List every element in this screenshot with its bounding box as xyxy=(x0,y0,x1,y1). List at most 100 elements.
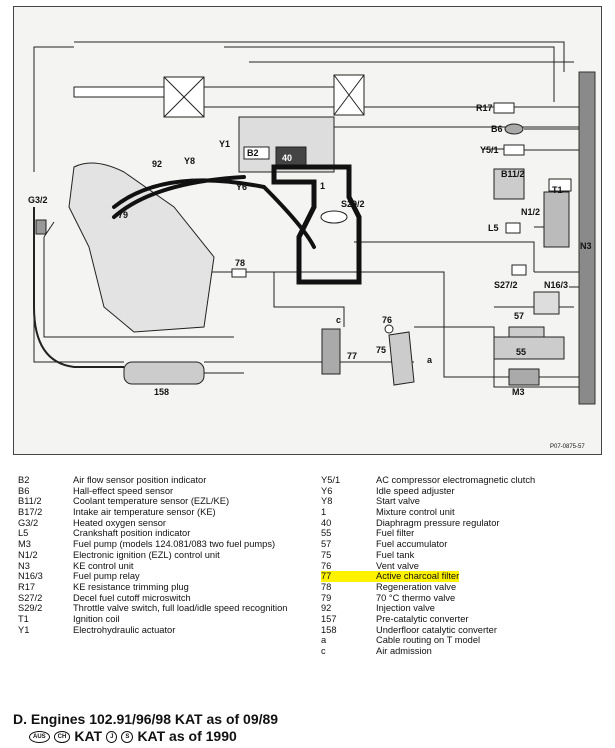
legend-code: L5 xyxy=(18,528,29,539)
label-y8: Y8 xyxy=(184,156,195,166)
legend-description: Ignition coil xyxy=(73,613,120,624)
legend-entry: 78 Regeneration valve xyxy=(321,582,611,593)
label-92: 92 xyxy=(152,159,162,169)
legend-entry: T1 Ignition coil xyxy=(18,614,308,625)
n3-control-unit-shape xyxy=(578,71,596,405)
label-a: a xyxy=(427,355,433,365)
legend-description: Underfloor catalytic converter xyxy=(376,624,497,635)
country-badge-ch: CH xyxy=(53,730,71,743)
legend-description: Fuel pump relay xyxy=(73,571,140,582)
label-y1: Y1 xyxy=(219,139,230,149)
legend-code: 77 xyxy=(321,571,376,582)
legend-description: 70 °C thermo valve xyxy=(376,592,456,603)
legend-code: S29/2 xyxy=(18,603,43,614)
legend-code: c xyxy=(321,646,326,656)
caption-line-2: AUS CH KAT J S KAT as of 1990 xyxy=(13,728,278,745)
legend-entry: 76 Vent valve xyxy=(321,561,611,572)
label-n3: N3 xyxy=(580,241,592,251)
legend-code: 158 xyxy=(321,624,337,635)
label-m3: M3 xyxy=(512,387,525,397)
label-n163: N16/3 xyxy=(544,280,568,290)
legend-code: Y8 xyxy=(321,496,333,507)
legend-entry: Y8 Start valve xyxy=(321,496,611,507)
label-55: 55 xyxy=(516,347,526,357)
legend-description: Idle speed adjuster xyxy=(376,485,455,496)
legend-code: G3/2 xyxy=(18,517,39,528)
legend-code: T1 xyxy=(18,613,29,624)
legend-description: AC compressor electromagnetic clutch xyxy=(376,475,536,485)
legend-code: B11/2 xyxy=(18,496,42,507)
legend-description: Throttle valve switch, full load/idle sp… xyxy=(73,603,288,614)
label-40: 40 xyxy=(282,153,292,163)
label-76: 76 xyxy=(382,315,392,325)
legend-description: Vent valve xyxy=(376,560,419,571)
legend-code: a xyxy=(321,635,327,646)
legend-entry: L5 Crankshaft position indicator xyxy=(18,528,308,539)
legend-description: Coolant temperature sensor (EZL/KE) xyxy=(73,496,230,507)
legend-code: 92 xyxy=(321,603,332,614)
legend-entry: 158 Underfloor catalytic converter xyxy=(321,625,611,636)
legend-code: M3 xyxy=(18,539,31,550)
legend-code: 40 xyxy=(321,517,332,528)
label-1: 1 xyxy=(320,181,325,191)
legend-description: Diaphragm pressure regulator xyxy=(376,517,500,528)
label-b112: B11/2 xyxy=(501,169,525,179)
legend-entry: S29/2 Throttle valve switch, full load/id… xyxy=(18,603,308,614)
legend-code: 78 xyxy=(321,581,332,592)
legend-description: Crankshaft position indicator xyxy=(73,528,191,539)
legend-code: 55 xyxy=(321,528,332,539)
legend-description: Hall-effect speed sensor xyxy=(73,485,174,496)
legend-description: Start valve xyxy=(376,496,420,507)
legend-entry: 40 Diaphragm pressure regulator xyxy=(321,518,611,529)
legend-code: 1 xyxy=(321,507,327,518)
legend-description: Electrohydraulic actuator xyxy=(73,624,176,635)
legend-description: Regeneration valve xyxy=(376,581,457,592)
legend-entry: 1 Mixture control unit xyxy=(321,507,611,518)
label-s292: S29/2 xyxy=(341,199,365,209)
legend-right-column: Y5/1 AC compressor electromagnetic clutch… xyxy=(321,475,611,657)
label-t1: T1 xyxy=(552,185,563,195)
legend-description: KE control unit xyxy=(73,560,134,571)
label-b2: B2 xyxy=(247,148,259,158)
legend-description: Fuel accumulator xyxy=(376,539,448,550)
legend-description: KE resistance trimming plug xyxy=(73,581,189,592)
legend-entry: Y5/1 AC compressor electromagnetic clutch xyxy=(321,475,611,486)
legend-description: Mixture control unit xyxy=(376,507,455,518)
diagram-drawing: R17 B6 Y5/1 B11/2 T1 N1/2 L5 N3 S27/2 N1… xyxy=(28,41,596,450)
legend-description: Decel fuel cutoff microswitch xyxy=(73,592,191,603)
label-s272: S27/2 xyxy=(494,280,518,290)
legend-code: B2 xyxy=(18,475,30,485)
legend-code: 76 xyxy=(321,560,332,571)
label-158: 158 xyxy=(154,387,169,397)
label-y6: Y6 xyxy=(236,182,247,192)
legend-description: Heated oxygen sensor xyxy=(73,517,167,528)
caption-kat: KAT xyxy=(74,728,103,744)
legend-code: B6 xyxy=(18,485,30,496)
legend-code: 79 xyxy=(321,592,332,603)
legend-entry: R17 KE resistance trimming plug xyxy=(18,582,308,593)
figure-code: P07-0875-57 xyxy=(550,444,585,450)
legend-code: Y1 xyxy=(18,624,30,635)
legend-code: Y5/1 xyxy=(321,475,341,485)
country-badge-s: S xyxy=(121,730,134,743)
engine-caption: D. Engines 102.91/96/98 KAT as of 09/89 … xyxy=(13,711,278,745)
air-duct-shape xyxy=(271,164,362,285)
label-y51: Y5/1 xyxy=(480,145,499,155)
legend-code: N1/2 xyxy=(18,549,38,560)
wiring-diagram: R17 B6 Y5/1 B11/2 T1 N1/2 L5 N3 S27/2 N1… xyxy=(13,6,602,455)
legend-code: R17 xyxy=(18,581,36,592)
label-79: 79 xyxy=(118,210,128,220)
